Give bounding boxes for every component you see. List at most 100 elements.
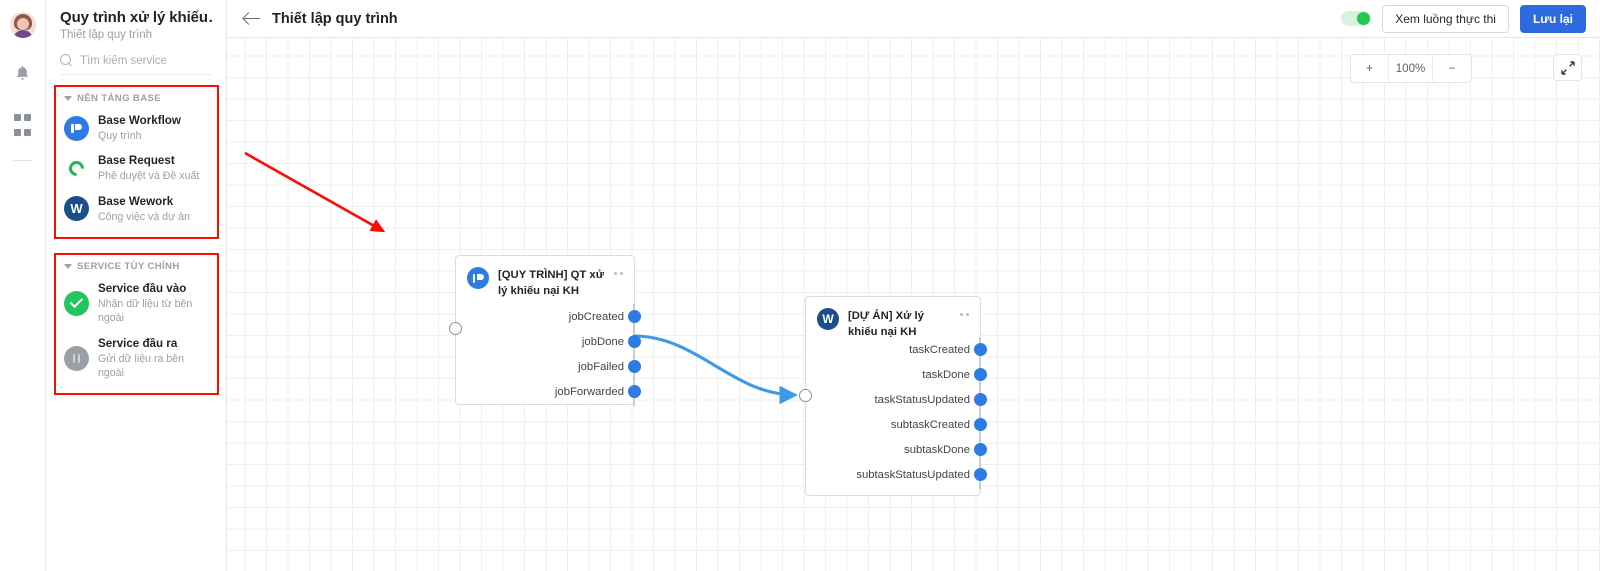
group-label: NỀN TẢNG BASE [77, 93, 161, 104]
zoom-controls: + 100% − [1350, 54, 1472, 83]
back-arrow-icon[interactable] [243, 10, 261, 28]
base-workflow-icon [64, 115, 89, 141]
zoom-level-label: 100% [1389, 55, 1433, 82]
workflow-canvas[interactable]: + 100% − [227, 38, 1600, 571]
pause-circle-icon [64, 345, 89, 371]
port-dot[interactable] [974, 368, 987, 381]
node-title: [DỰ ÁN] Xử lý khiếu nại KH [848, 310, 924, 339]
node-input-port[interactable] [449, 322, 462, 335]
sidebar-item-desc: Phê duyệt và Đề xuất [98, 170, 200, 183]
sidebar-item-label: Base Wework [98, 194, 174, 208]
port-row[interactable]: taskStatusUpdated [806, 387, 987, 412]
sidebar-item-label: Base Request [98, 154, 175, 168]
view-execution-flow-button[interactable]: Xem luồng thực thi [1382, 4, 1509, 33]
base-wework-icon: W [817, 308, 839, 330]
port-label: subtaskDone [904, 443, 970, 456]
node-menu-icon[interactable] [959, 313, 969, 317]
node-header: W [DỰ ÁN] Xử lý khiếu nại KH [806, 297, 980, 341]
search-row [60, 54, 234, 75]
port-label: taskStatusUpdated [874, 393, 970, 406]
sidebar-item-label: Base Workflow [98, 114, 181, 127]
port-label: jobCreated [568, 310, 624, 323]
left-icon-rail [0, 0, 46, 571]
group-header-custom[interactable]: SERVICE TÙY CHỈNH [61, 261, 212, 272]
port-row[interactable]: subtaskDone [806, 437, 987, 462]
port-label: taskDone [922, 368, 970, 381]
top-bar: Thiết lập quy trình Xem luồng thực thi L… [227, 0, 1600, 38]
group-label: SERVICE TÙY CHỈNH [77, 261, 180, 273]
port-label: subtaskCreated [890, 418, 970, 431]
port-row[interactable]: subtaskStatusUpdated [806, 462, 987, 487]
zoom-in-button[interactable]: + [1351, 55, 1389, 82]
chevron-down-icon [64, 96, 72, 101]
port-row[interactable]: jobCreated [456, 304, 641, 329]
base-workflow-icon [467, 267, 489, 289]
apps-grid-icon[interactable] [10, 112, 36, 138]
page-title: Quy trình xử lý khiếu… [60, 9, 212, 26]
port-dot[interactable] [628, 360, 641, 373]
node-header: [QUY TRÌNH] QT xử lý khiếu nại KH [456, 256, 634, 300]
node-quy-trinh[interactable]: [QUY TRÌNH] QT xử lý khiếu nại KH jobCre… [449, 255, 641, 406]
red-annotation-arrow [244, 151, 386, 233]
sidebar-item-base-workflow[interactable]: Base Workflow Quy trình [61, 108, 212, 148]
top-bar-title: Thiết lập quy trình [272, 10, 398, 27]
zoom-out-button[interactable]: − [1448, 62, 1456, 75]
node-output-ports: taskCreated taskDone taskStatusUpdated s… [806, 337, 987, 487]
base-request-icon [64, 156, 89, 181]
port-label: jobDone [581, 335, 624, 348]
port-row[interactable]: subtaskCreated [806, 412, 987, 437]
save-button[interactable]: Lưu lại [1519, 4, 1586, 33]
top-bar-actions: Xem luồng thực thi Lưu lại [1341, 4, 1586, 33]
user-avatar[interactable] [9, 12, 36, 38]
search-icon [60, 54, 73, 67]
sidebar-item-label: Service đầu ra [98, 336, 178, 350]
port-dot[interactable] [628, 335, 641, 348]
rail-divider [12, 160, 33, 161]
port-row[interactable]: jobForwarded [456, 379, 641, 404]
base-wework-icon: W [64, 196, 89, 222]
sidebar-item-service-dau-vao[interactable]: Service đầu vào Nhận dữ liệu từ bên ngoà… [61, 276, 212, 331]
sidebar-item-desc: Gửi dữ liệu ra bên ngoài [98, 352, 185, 380]
port-rail [632, 304, 635, 406]
node-menu-icon[interactable] [613, 272, 623, 276]
service-sidebar: Quy trình xử lý khiếu… Thiết lập quy trì… [46, 0, 234, 571]
fit-screen-icon[interactable] [1553, 54, 1582, 81]
port-label: jobFailed [578, 360, 624, 373]
port-dot[interactable] [974, 418, 987, 431]
port-label: jobForwarded [554, 385, 624, 398]
chevron-down-icon [64, 264, 72, 270]
bell-icon[interactable] [10, 62, 36, 88]
node-input-port[interactable] [799, 389, 812, 402]
port-row[interactable]: jobDone [456, 329, 641, 354]
port-label: subtaskStatusUpdated [856, 468, 970, 481]
wire-jobdone-to-duan [634, 334, 798, 405]
node-title: [QUY TRÌNH] QT xử lý khiếu nại KH [498, 269, 604, 298]
port-dot[interactable] [628, 310, 641, 323]
page-subtitle: Thiết lập quy trình [60, 29, 153, 41]
group-header-base[interactable]: NỀN TẢNG BASE [61, 93, 212, 104]
port-dot[interactable] [974, 393, 987, 406]
port-row[interactable]: taskCreated [806, 337, 987, 362]
sidebar-item-base-wework[interactable]: W Base Wework Công việc và dự án [61, 189, 212, 229]
port-row[interactable]: jobFailed [456, 354, 641, 379]
port-label: taskCreated [909, 343, 970, 356]
port-row[interactable]: taskDone [806, 362, 987, 387]
sidebar-item-desc: Quy trình [98, 130, 142, 143]
group-nen-tang-base: NỀN TẢNG BASE Base Workflow Quy trình Ba… [54, 85, 219, 240]
sidebar-item-desc: Nhận dữ liệu từ bên ngoài [98, 298, 193, 325]
port-dot[interactable] [974, 443, 987, 456]
main-area: Thiết lập quy trình Xem luồng thực thi L… [227, 0, 1600, 571]
node-du-an[interactable]: W [DỰ ÁN] Xử lý khiếu nại KH taskCreated… [799, 296, 987, 496]
port-dot[interactable] [974, 468, 987, 481]
sidebar-item-base-request[interactable]: Base Request Phê duyệt và Đề xuất [61, 148, 212, 188]
port-dot[interactable] [974, 343, 987, 356]
node-output-ports: jobCreated jobDone jobFailed jobForwarde… [456, 304, 641, 404]
port-dot[interactable] [628, 385, 641, 398]
sidebar-item-label: Service đầu vào [98, 282, 187, 296]
sidebar-item-service-dau-ra[interactable]: Service đầu ra Gửi dữ liệu ra bên ngoài [61, 331, 212, 386]
search-input[interactable] [80, 54, 234, 67]
group-service-tuy-chinh: SERVICE TÙY CHỈNH Service đầu vào Nhận d… [54, 253, 219, 396]
sidebar-item-desc: Công việc và dự án [98, 210, 190, 223]
execution-flow-toggle[interactable] [1341, 11, 1372, 26]
